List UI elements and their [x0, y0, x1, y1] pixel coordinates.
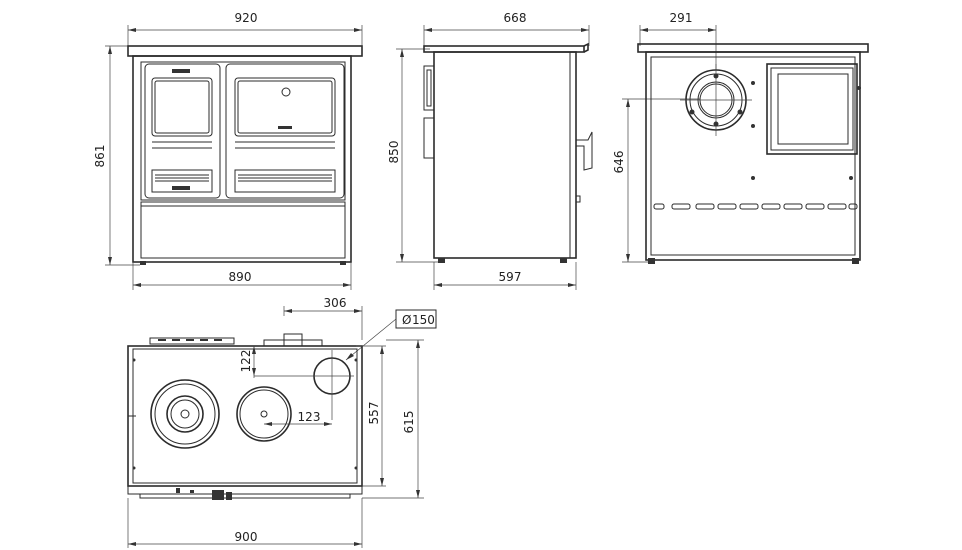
- dim-top-depth-inner: 557: [367, 402, 381, 425]
- dim-back-flue-offset: 291: [670, 11, 693, 25]
- top-view: 306 Ø 150: [127, 296, 437, 548]
- dim-flue-diameter-symbol: Ø: [402, 313, 411, 327]
- back-view: 291 646: [612, 11, 869, 264]
- dim-top-flue-offset: 306: [324, 296, 347, 310]
- dim-side-depth-bottom: 597: [499, 270, 522, 284]
- dim-front-width-bottom: 890: [229, 270, 252, 284]
- dim-back-flue-height: 646: [612, 151, 626, 174]
- dim-side-height: 850: [387, 141, 401, 164]
- dim-top-width: 900: [235, 530, 258, 544]
- dim-front-height: 861: [93, 145, 107, 168]
- dim-top-depth-outer: 615: [402, 411, 416, 434]
- dim-side-depth-top: 668: [504, 11, 527, 25]
- vent-slots: [653, 203, 858, 210]
- side-view: 668 850 597: [387, 11, 593, 290]
- dim-top-flue-spacing: 123: [298, 410, 321, 424]
- front-view: 920 861: [93, 11, 363, 290]
- dim-front-width-top: 920: [235, 11, 258, 25]
- dim-flue-diameter: 150: [412, 313, 435, 327]
- dim-top-flue-from-edge: 122: [239, 350, 253, 373]
